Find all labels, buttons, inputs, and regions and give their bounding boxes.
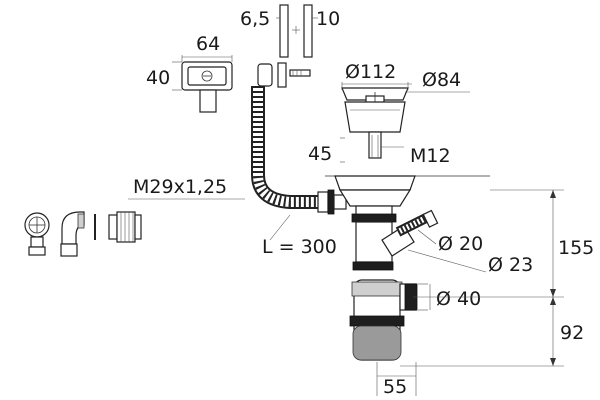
- dimension-side-inlet-large: Ø 23: [488, 254, 533, 276]
- dimension-strainer-inner: Ø84: [422, 69, 461, 91]
- dimension-bolt: M12: [410, 145, 451, 167]
- dimension-overflow-height: 40: [146, 67, 170, 89]
- dimension-overflow-width: 64: [196, 33, 220, 55]
- dimension-height-total: 155: [558, 237, 594, 259]
- cross-fitting: [24, 212, 50, 256]
- strainer-basket: [341, 87, 409, 159]
- slot-plates: [276, 4, 318, 58]
- corrugated-hose: [251, 86, 347, 215]
- dimension-strainer-depth: 45: [308, 143, 332, 165]
- dimension-strainer-outer: Ø112: [345, 61, 396, 83]
- inlet-large-leader: [407, 249, 487, 273]
- dimension-thread: M29x1,25: [133, 176, 227, 198]
- dimension-outlet: Ø 40: [436, 288, 481, 310]
- elbow-fitting: [60, 211, 85, 257]
- dimension-slot-right: 10: [316, 8, 340, 30]
- dimension-side-inlet-small: Ø 20: [438, 233, 483, 255]
- inlet-small-leader: [417, 229, 437, 245]
- threaded-adapter: [108, 211, 142, 243]
- dimension-offset: 55: [383, 376, 407, 398]
- offset-dimension: [376, 362, 417, 396]
- dimension-height-outlet: 92: [560, 322, 584, 344]
- dimension-hose-length: L = 300: [262, 236, 337, 258]
- overflow-grille: [172, 55, 233, 113]
- bottle-trap: [349, 279, 418, 361]
- vertical-dimensions: [400, 189, 564, 367]
- dimension-slot-left: 6,5: [240, 8, 270, 30]
- side-inlet: [381, 209, 439, 257]
- hose-leader-line: [269, 214, 291, 241]
- overflow-connector: [257, 62, 311, 88]
